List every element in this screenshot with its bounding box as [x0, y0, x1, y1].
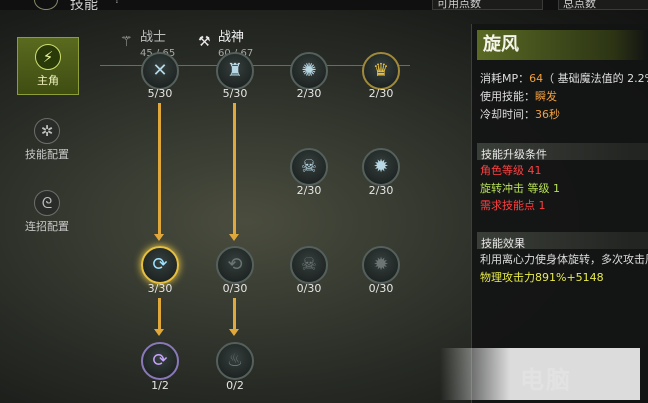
skill-level: 0/30 — [296, 282, 322, 295]
nav-main-character[interactable]: ⚡ 主角 — [17, 37, 79, 95]
skill-node[interactable]: ☠ — [290, 148, 328, 186]
screen-title: 技能 — [70, 0, 98, 13]
nav-label: 主角 — [37, 74, 59, 87]
skill-node[interactable]: ⟲ — [216, 246, 254, 284]
total-points-field: 总点数 — [558, 0, 648, 10]
watermark-overlay — [440, 348, 640, 400]
skill-node[interactable]: ✕ — [141, 52, 179, 90]
skill-title-banner: 旋风 — [477, 30, 648, 60]
arrow-head — [229, 329, 239, 336]
skill-level: 2/30 — [368, 184, 394, 197]
lightning-icon: ⚡ — [35, 44, 61, 70]
available-points-label: 可用点数 — [437, 0, 481, 10]
skill-node[interactable]: ✹ — [362, 246, 400, 284]
skill-link-arrow — [233, 103, 236, 236]
skill-node[interactable]: ✺ — [290, 52, 328, 90]
skill-node[interactable]: ☠ — [290, 246, 328, 284]
skill-level: 5/30 — [222, 87, 248, 100]
skill-level: 0/30 — [222, 282, 248, 295]
mp-cost-line: 消耗MP：64（ 基础魔法值的 2.2% — [480, 70, 648, 86]
req-points: 需求技能点 1 — [480, 199, 546, 212]
effect-title: 技能效果 — [481, 237, 525, 250]
tab-divider — [100, 65, 410, 66]
axe-icon: ⚒ — [198, 34, 211, 50]
use-value: 瞬发 — [535, 90, 557, 103]
tab-name: 战士 — [140, 30, 167, 45]
mp-label: 消耗MP： — [480, 72, 530, 85]
skill-node[interactable]: ✹ — [362, 148, 400, 186]
effect-section-header: 技能效果 — [477, 232, 648, 250]
swirl-icon: ✲ — [34, 118, 60, 144]
sword-icon: ⚚ — [120, 34, 133, 50]
skill-name: 旋风 — [483, 34, 519, 55]
skill-level: 0/30 — [368, 282, 394, 295]
skill-level: 2/30 — [296, 87, 322, 100]
req-char-level: 角色等级 41 — [480, 164, 542, 177]
arrow-head — [154, 329, 164, 336]
skill-level: 1/2 — [151, 379, 169, 392]
mp-note: （ 基础魔法值的 2.2% — [543, 72, 648, 85]
effect-description: 利用离心力使身体旋转，多次攻击周 — [480, 253, 648, 266]
nav-skill-config[interactable]: ✲ 技能配置 — [17, 112, 77, 168]
tab-name: 战神 — [218, 30, 245, 45]
mp-value: 64 — [529, 72, 544, 85]
arrow-head — [229, 234, 239, 241]
skill-node[interactable]: ⟳ — [141, 342, 179, 380]
skill-node[interactable]: ♜ — [216, 52, 254, 90]
nav-combo-config[interactable]: ᘓ 连招配置 — [17, 184, 77, 240]
skill-detail-panel — [471, 24, 648, 403]
cooldown-label: 冷却时间： — [480, 108, 535, 121]
watermark-text: 电脑 — [520, 366, 572, 394]
skill-node[interactable]: ♛ — [362, 52, 400, 90]
skill-node-selected[interactable]: ⟳ — [141, 246, 179, 284]
skill-level: 3/30 — [147, 282, 173, 295]
skill-level: 0/2 — [226, 379, 244, 392]
skill-link-arrow — [233, 298, 236, 330]
skill-level: 5/30 — [147, 87, 173, 100]
skill-level: 2/30 — [296, 184, 322, 197]
cooldown-value: 36秒 — [535, 108, 560, 121]
nav-label: 连招配置 — [25, 220, 69, 233]
available-points-field: 可用点数 — [432, 0, 543, 10]
help-icon[interactable]: ? — [114, 0, 120, 6]
cooldown-line: 冷却时间：36秒 — [480, 106, 560, 122]
top-bar — [0, 0, 648, 10]
nav-label: 技能配置 — [25, 148, 69, 161]
effect-value: 物理攻击力891%+5148 — [480, 271, 604, 284]
upgrade-title: 技能升级条件 — [481, 148, 547, 161]
skill-level: 2/30 — [368, 87, 394, 100]
arrow-head — [154, 234, 164, 241]
use-type-line: 使用技能：瞬发 — [480, 88, 557, 104]
skill-link-arrow — [158, 298, 161, 330]
total-points-label: 总点数 — [563, 0, 596, 10]
skill-node[interactable]: ♨ — [216, 342, 254, 380]
upgrade-section-header: 技能升级条件 — [477, 143, 648, 161]
combo-icon: ᘓ — [34, 190, 60, 216]
use-label: 使用技能： — [480, 90, 535, 103]
skill-link-arrow — [158, 103, 161, 236]
req-skill: 旋转冲击 等级 1 — [480, 182, 560, 195]
